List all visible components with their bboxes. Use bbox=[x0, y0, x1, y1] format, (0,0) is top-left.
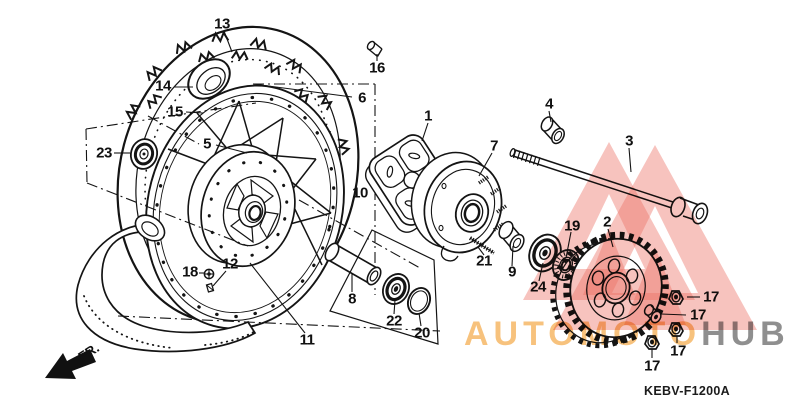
rear-axle-part bbox=[509, 148, 709, 225]
bearing-part-22 bbox=[382, 273, 410, 305]
wheel-bearing-left-part bbox=[129, 138, 159, 170]
spoke-nipples-ring bbox=[154, 95, 336, 319]
hub-assembly-part bbox=[410, 151, 507, 262]
grease-fitting-part bbox=[203, 268, 215, 280]
stud-bolt-part bbox=[468, 236, 496, 255]
fr-direction-arrow: FR. bbox=[45, 340, 102, 379]
axle-collar-part bbox=[324, 242, 382, 286]
o-ring-part-20 bbox=[406, 287, 432, 315]
tire-tread-pattern bbox=[125, 30, 351, 156]
driven-sprocket-part bbox=[550, 231, 669, 349]
rim-bolt-part bbox=[366, 40, 383, 58]
spoke-nipple-part bbox=[205, 282, 215, 293]
diagram-code: KEBV-F1200A bbox=[644, 384, 730, 398]
wheel-studs bbox=[478, 175, 507, 232]
side-collar-part bbox=[498, 220, 525, 253]
hub-drum-part bbox=[187, 143, 296, 268]
detail-box-middle bbox=[324, 229, 439, 345]
spacer-bushing-part bbox=[540, 116, 565, 145]
inner-tube-part bbox=[75, 214, 258, 353]
tire-section-mouth bbox=[187, 58, 231, 100]
